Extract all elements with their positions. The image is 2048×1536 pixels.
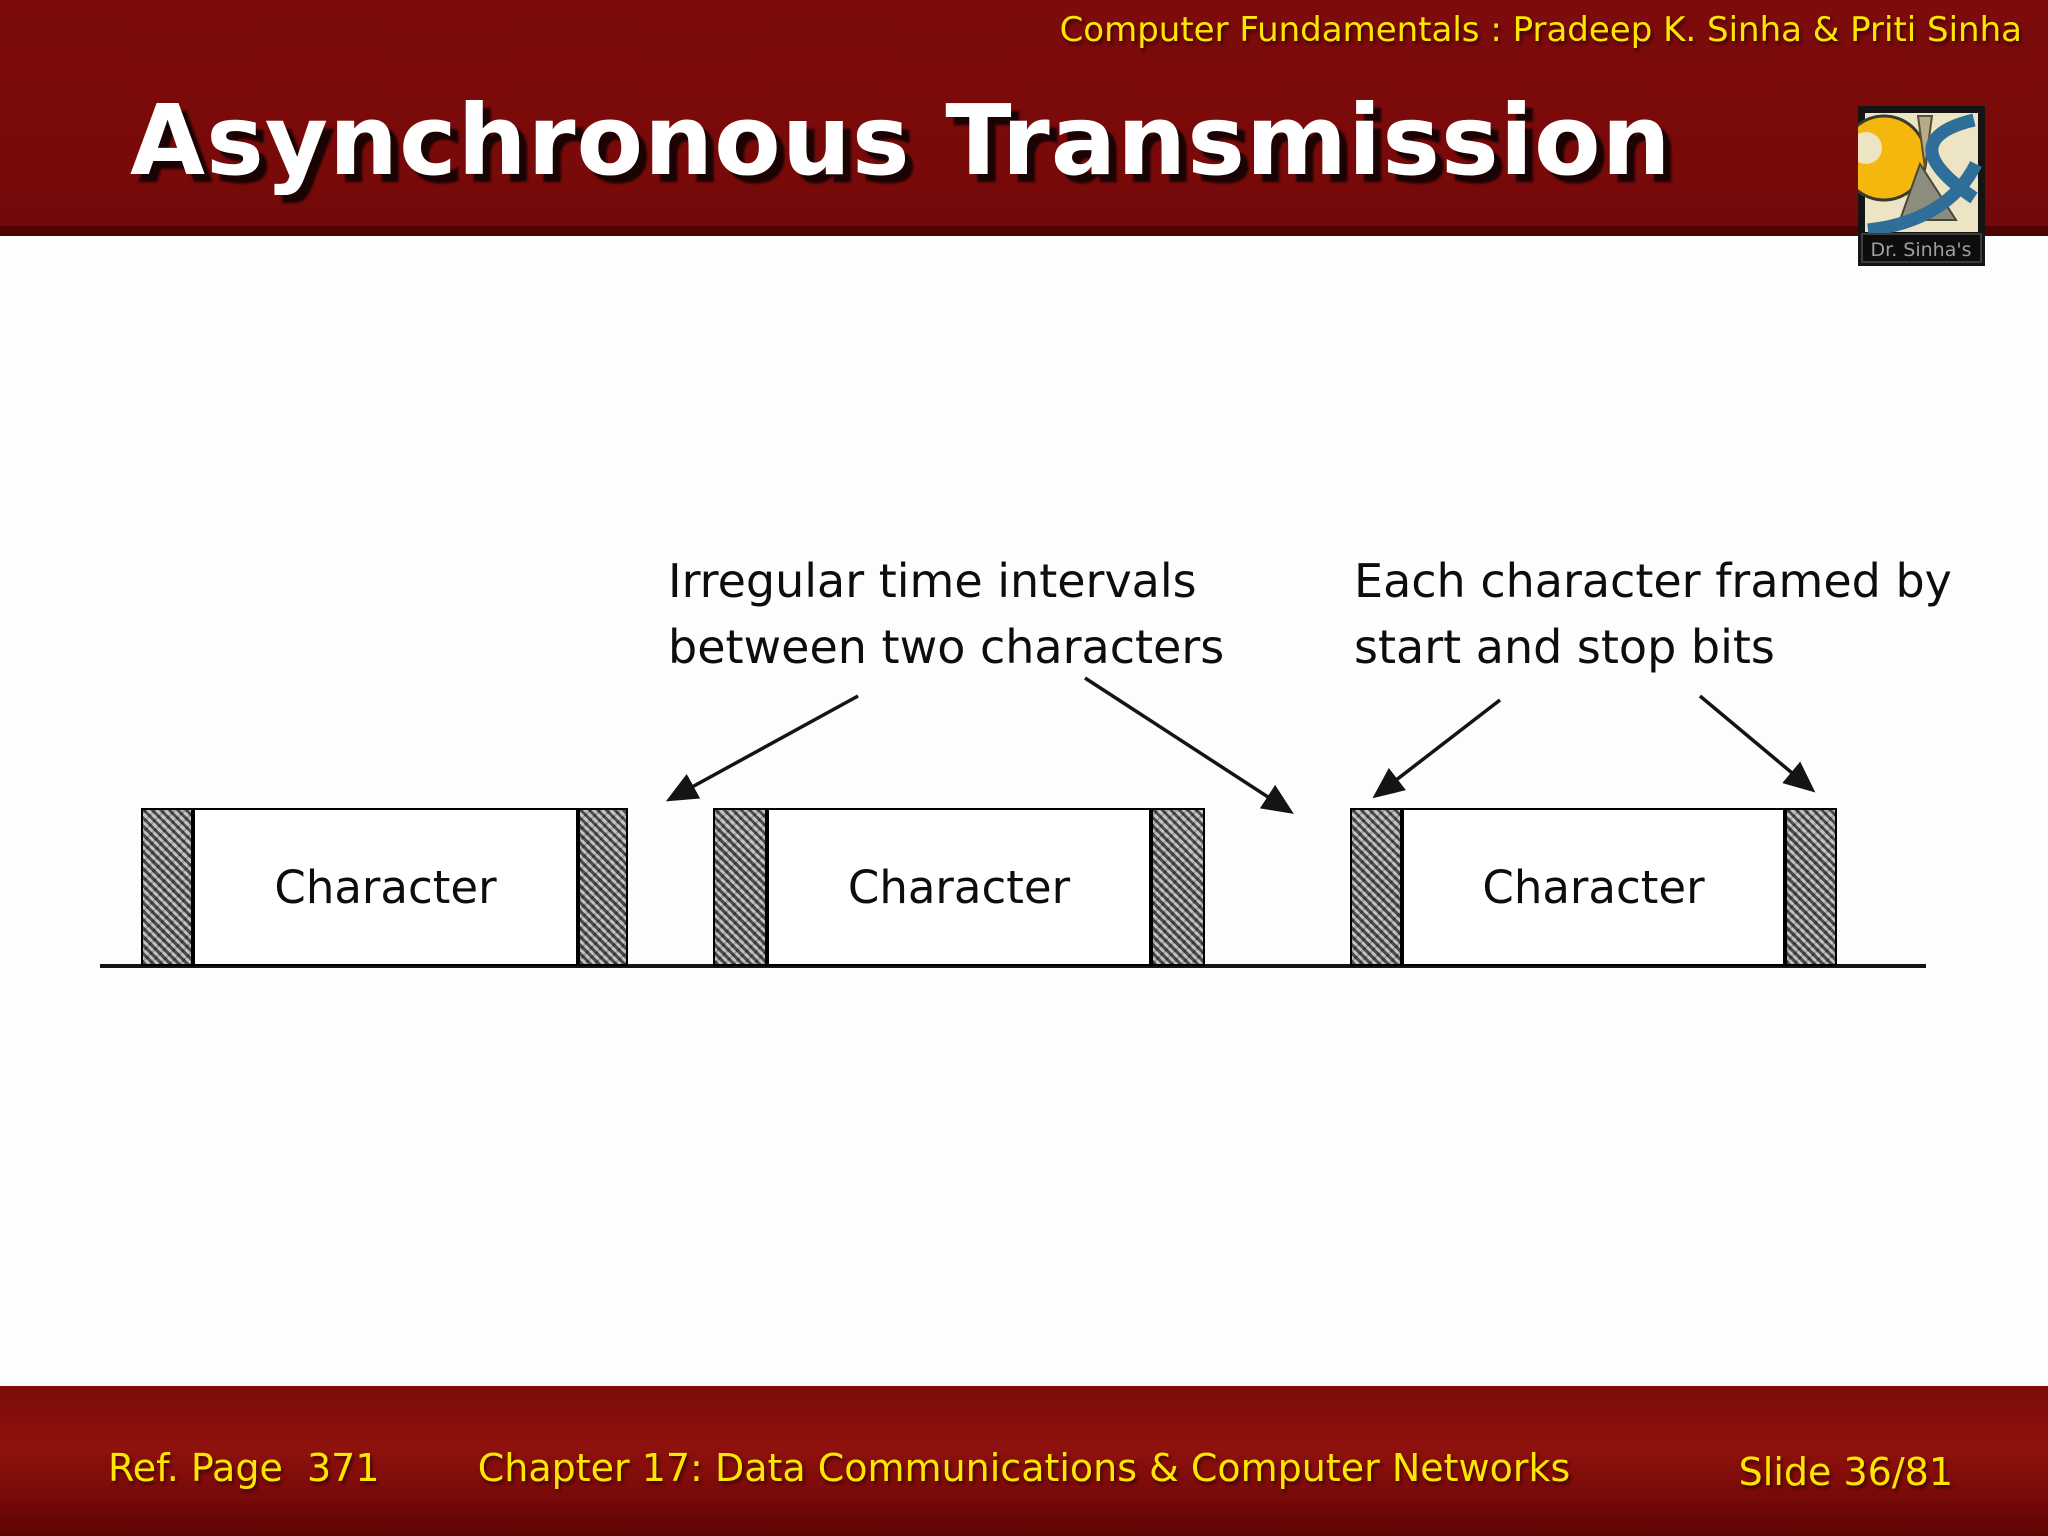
footer-band: Ref. Page 371 Chapter 17: Data Communica… (0, 1386, 2048, 1536)
arrow-to-gap1 (665, 694, 859, 802)
page-title: Asynchronous Transmission (130, 84, 1672, 197)
annotation-irregular-intervals: Irregular time intervals between two cha… (668, 548, 1224, 680)
header-band (0, 0, 2048, 236)
annotation-line: start and stop bits (1354, 620, 1775, 674)
start-bit-frame3 (1350, 808, 1402, 966)
logo-artwork: Dr. Sinha's (1840, 106, 1985, 266)
start-bit-frame2 (713, 808, 767, 966)
character-frame1: Character (193, 808, 578, 966)
annotation-line: Irregular time intervals (668, 554, 1197, 608)
logo-label: Dr. Sinha's (1871, 239, 1972, 261)
character-frame2: Character (767, 808, 1151, 966)
character-label: Character (274, 860, 497, 914)
start-bit-frame1 (141, 808, 193, 966)
transmission-line (100, 964, 1926, 968)
course-reference-text: Computer Fundamentals : Pradeep K. Sinha… (1059, 10, 2022, 50)
annotation-start-stop-bits: Each character framed by start and stop … (1354, 548, 1952, 680)
stop-bit-frame2 (1151, 808, 1205, 966)
arrow-to-start-bit (1372, 698, 1502, 799)
character-label: Character (1482, 860, 1705, 914)
dr-sinhas-logo-icon: Dr. Sinha's (1840, 106, 1985, 266)
arrow-to-gap2 (1084, 676, 1294, 814)
annotation-line: Each character framed by (1354, 554, 1952, 608)
arrow-to-stop-bit (1698, 694, 1816, 793)
character-frame3: Character (1402, 808, 1785, 966)
slide-number-text: Slide 36/81 (1738, 1450, 1953, 1494)
character-label: Character (847, 860, 1071, 914)
annotation-line: between two characters (668, 620, 1225, 674)
ref-page-text: Ref. Page 371 (108, 1446, 380, 1490)
stop-bit-frame3 (1785, 808, 1837, 966)
stop-bit-frame1 (578, 808, 628, 966)
chapter-text: Chapter 17: Data Communications & Comput… (477, 1446, 1571, 1490)
